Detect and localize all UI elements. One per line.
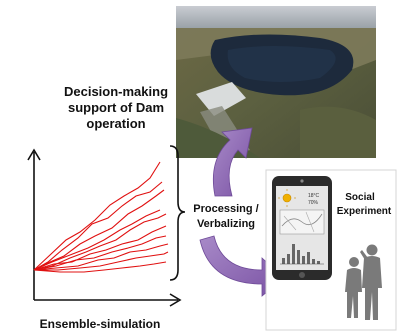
ensemble-line bbox=[33, 261, 167, 273]
processing-label-2: Verbalizing bbox=[197, 218, 255, 230]
social-label-1: Social bbox=[345, 192, 375, 203]
arrow-to-dam bbox=[212, 127, 253, 197]
sun-icon bbox=[278, 189, 296, 207]
ensemble-line bbox=[33, 235, 167, 271]
ensemble-line bbox=[33, 209, 161, 271]
social-label-2: Experiment bbox=[337, 206, 392, 217]
ensemble-line bbox=[33, 189, 165, 271]
ensemble-line bbox=[33, 161, 161, 271]
curly-brace bbox=[169, 145, 186, 281]
smartphone: 18°C 70% bbox=[272, 176, 332, 280]
ensemble-line bbox=[33, 243, 169, 271]
ensemble-label: Ensemble-simulation bbox=[40, 317, 161, 331]
ensemble-axes bbox=[27, 148, 182, 307]
processing-label-1: Processing / bbox=[193, 203, 258, 215]
phone-temp: 18°C bbox=[308, 193, 320, 199]
ensemble-line bbox=[33, 213, 167, 271]
person-silhouette-icon bbox=[345, 244, 382, 320]
ensemble-line bbox=[34, 251, 169, 271]
decision-label-3: operation bbox=[86, 116, 145, 131]
decision-label-1: Decision-making bbox=[64, 84, 168, 99]
phone-bar-chart bbox=[282, 244, 320, 264]
ensemble-line bbox=[33, 225, 167, 271]
ensemble-line bbox=[33, 181, 163, 271]
dam-photo bbox=[176, 6, 376, 158]
phone-pct: 70% bbox=[308, 200, 319, 206]
arrow-to-phone bbox=[199, 235, 285, 297]
ensemble-lines bbox=[33, 161, 169, 273]
decision-label-2: support of Dam bbox=[68, 100, 164, 115]
